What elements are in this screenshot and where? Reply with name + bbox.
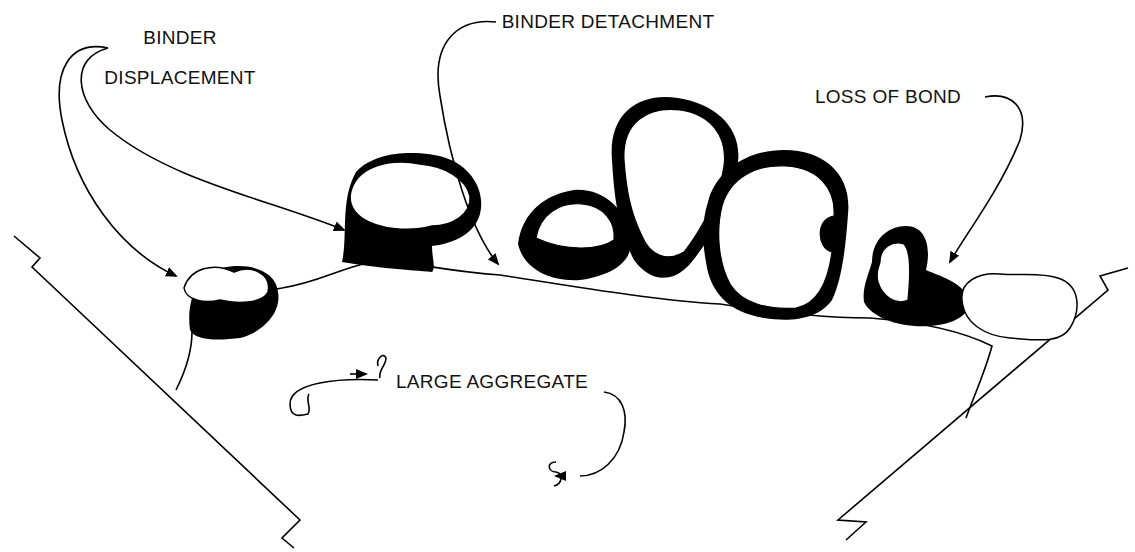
leader-lines	[59, 22, 1022, 476]
stone-cluster	[518, 97, 848, 320]
part-label: BINDER DETACHMENT	[488, 2, 728, 42]
stone-left	[184, 266, 278, 339]
stone-right	[864, 226, 970, 326]
part-label: LOSS OF BOND	[788, 77, 988, 117]
break-lines	[14, 236, 1128, 548]
stone-center	[342, 153, 481, 272]
part-label: BINDER DISPLACEMENT	[95, 18, 265, 98]
detached-stone	[962, 274, 1077, 340]
part-label: LARGE AGGREGATE	[377, 362, 607, 402]
